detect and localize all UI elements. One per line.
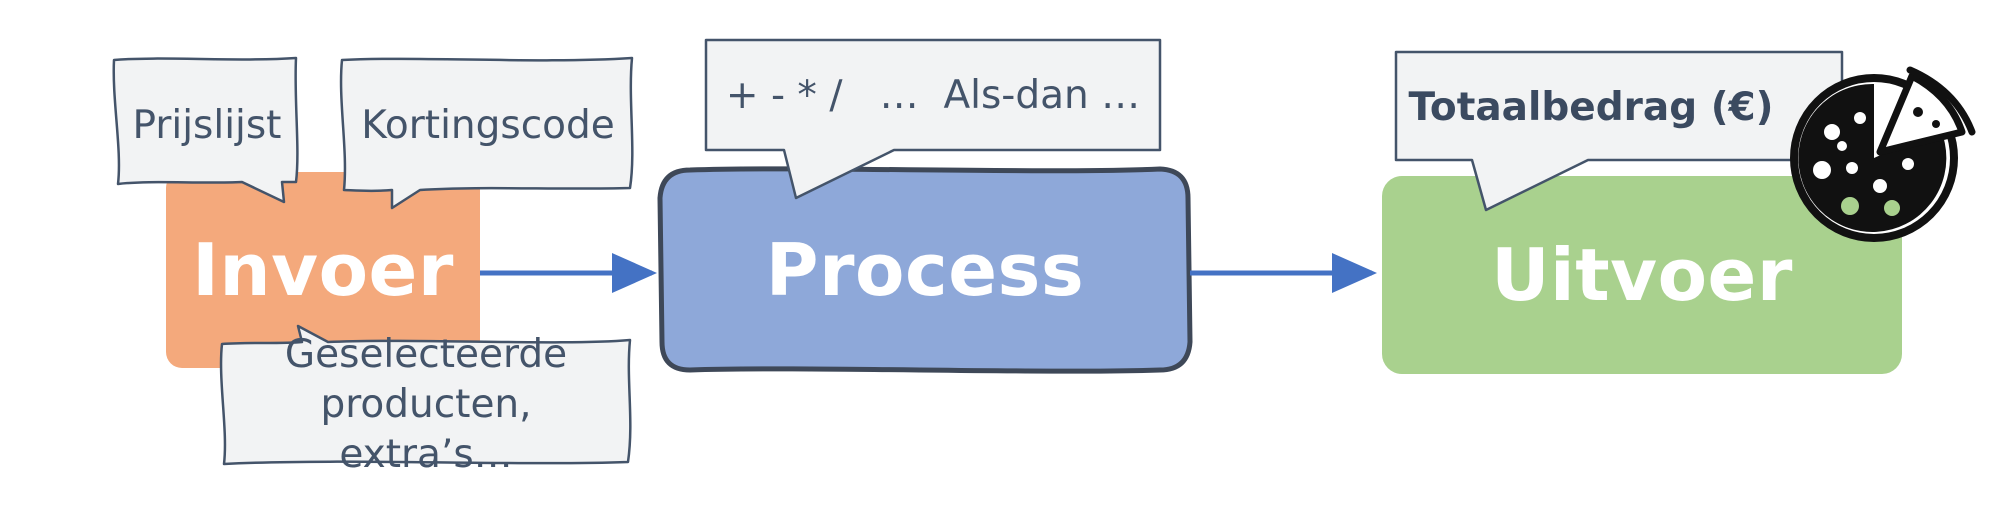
output-box (1382, 176, 1902, 374)
callout-total-amount-bubble (1394, 50, 1844, 212)
callout-discount-code-text: Kortingscode (361, 102, 615, 148)
callout-discount-code-bubble (339, 56, 634, 210)
input-box (166, 172, 480, 368)
callout-price-list-text: Prijslijst (132, 102, 282, 148)
input-box-label: Invoer (192, 228, 454, 312)
output-box-label: Uitvoer (1491, 233, 1793, 317)
pizza-icon (1790, 66, 1976, 242)
callout-operations-bubble (704, 38, 1162, 200)
callout-selected-products-text: Geselecteerde producten, extra’s… (284, 332, 568, 477)
callout-total-amount-text: Totaalbedrag (€) (1408, 84, 1774, 130)
process-box (657, 166, 1193, 374)
callout-price-list-bubble (112, 56, 299, 204)
callout-operations-text: + - * / … Als-dan … (725, 72, 1141, 118)
callout-selected-products-bubble (219, 324, 632, 466)
process-box-label: Process (765, 228, 1085, 312)
